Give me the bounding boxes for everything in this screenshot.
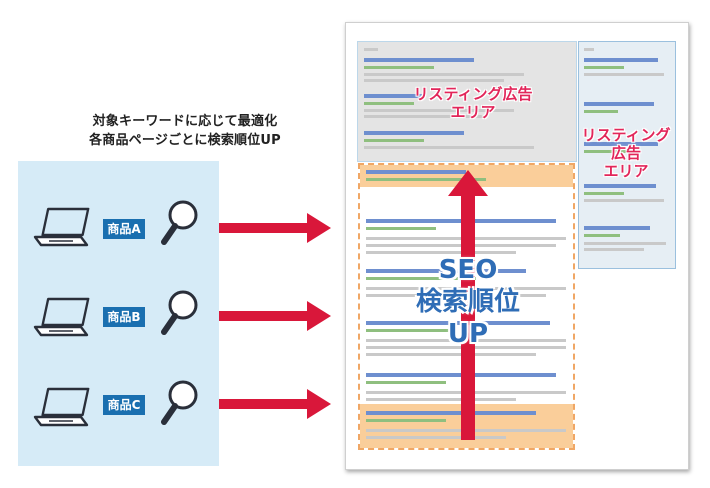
magnifier-icon	[159, 378, 201, 426]
caption: 対象キーワードに応じて最適化 各商品ページごとに検索順位UP	[80, 112, 290, 150]
listing-ad-label-side-line-1: リスティング	[581, 126, 671, 144]
listing-ad-label-top-line-1: リスティング広告	[413, 85, 533, 103]
listing-ad-label-top: リスティング広告 エリア	[413, 85, 533, 121]
listing-ad-label-top-line-2: エリア	[450, 103, 496, 121]
arrow-right-icon	[219, 211, 331, 245]
magnifier-icon	[159, 198, 201, 246]
listing-ad-area-side	[578, 41, 676, 269]
product-a-chip: 商品A	[103, 219, 145, 239]
product-c-chip: 商品C	[103, 395, 145, 415]
listing-ad-area-top	[357, 41, 577, 162]
laptop-icon	[33, 205, 93, 249]
seo-rank-up-label: SEO 検索順位 UP	[388, 254, 548, 350]
arrow-up-icon	[448, 170, 488, 440]
caption-line-2: 各商品ページごとに検索順位UP	[89, 133, 281, 148]
listing-ad-label-side-line-3: エリア	[603, 162, 649, 180]
laptop-icon	[33, 295, 93, 339]
product-b-chip: 商品B	[103, 307, 145, 327]
seo-label-line-2: 検索順位	[415, 287, 520, 317]
caption-line-1: 対象キーワードに応じて最適化	[92, 114, 278, 129]
laptop-icon	[33, 385, 93, 429]
listing-ad-label-side-line-2: 広告	[610, 144, 641, 162]
seo-label-line-1: SEO	[438, 255, 498, 285]
listing-ad-label-side: リスティング 広告 エリア	[580, 126, 672, 180]
arrow-right-icon	[219, 387, 331, 421]
magnifier-icon	[159, 288, 201, 336]
seo-label-line-3: UP	[447, 319, 489, 349]
arrow-right-icon	[219, 299, 331, 333]
